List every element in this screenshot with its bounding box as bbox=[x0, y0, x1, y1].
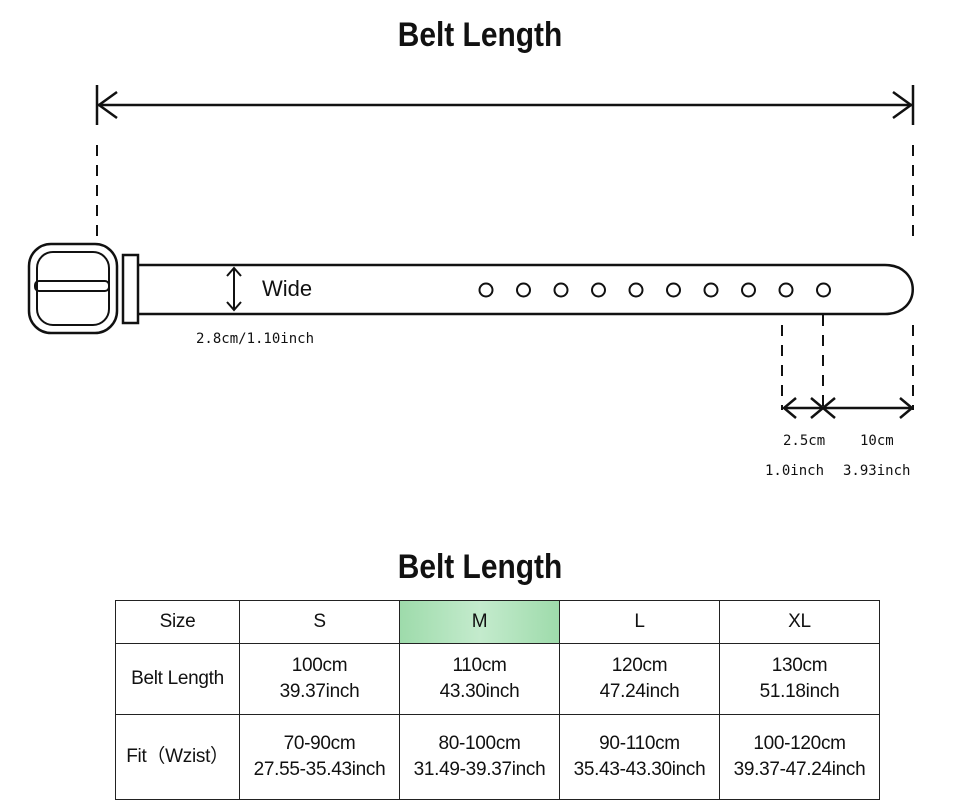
cell-length-xl: 130cm 51.18inch bbox=[719, 643, 880, 715]
buckle-icon bbox=[27, 242, 140, 335]
tip-length-inch: 3.93inch bbox=[843, 463, 910, 479]
table-title: Belt Length bbox=[397, 548, 563, 586]
cell-fit-m: 80-100cm 31.49-39.37inch bbox=[399, 714, 560, 800]
belt-hole bbox=[703, 282, 719, 298]
cell-fit-xl: 100-120cm 39.37-47.24inch bbox=[719, 714, 880, 800]
belt-hole bbox=[666, 282, 681, 298]
table-header-row: Size S M L XL bbox=[115, 600, 880, 644]
header-size: Size bbox=[115, 600, 240, 644]
header-m: M bbox=[399, 600, 560, 644]
belt-hole bbox=[553, 282, 569, 298]
belt-hole bbox=[591, 282, 606, 298]
wide-label: Wide bbox=[262, 276, 312, 301]
header-s: S bbox=[239, 600, 400, 644]
row-label-fit: Fit（Wzist） bbox=[115, 714, 240, 800]
belt-hole bbox=[516, 282, 531, 298]
overall-length-arrow bbox=[95, 85, 915, 125]
belt-diagram: Wide 2.8cm/1.10inch 2.5cm 10cm 1.0inch 3… bbox=[27, 85, 915, 479]
belt-strap bbox=[138, 263, 914, 316]
cell-length-l: 120cm 47.24inch bbox=[559, 643, 720, 715]
cell-length-s: 100cm 39.37inch bbox=[239, 643, 400, 715]
width-value: 2.8cm/1.10inch bbox=[196, 331, 314, 347]
header-l: L bbox=[559, 600, 720, 644]
table-row-belt-length: Belt Length 100cm 39.37inch 110cm 43.30i… bbox=[115, 643, 880, 715]
cell-length-m: 110cm 43.30inch bbox=[399, 643, 560, 715]
belt-holes bbox=[478, 282, 831, 298]
belt-hole bbox=[628, 282, 644, 298]
tip-length-cm: 10cm bbox=[860, 433, 894, 449]
cell-fit-s: 70-90cm 27.55-35.43inch bbox=[239, 714, 400, 800]
width-arrow bbox=[226, 266, 242, 312]
hole-spacing-cm: 2.5cm bbox=[783, 433, 825, 449]
belt-hole bbox=[816, 282, 831, 298]
table-row-fit: Fit（Wzist） 70-90cm 27.55-35.43inch 80-10… bbox=[115, 714, 880, 800]
belt-hole bbox=[478, 282, 494, 298]
header-xl: XL bbox=[719, 600, 880, 644]
size-chart-table: Size S M L XL Belt Length 100cm 39.37inc… bbox=[115, 600, 880, 800]
cell-fit-l: 90-110cm 35.43-43.30inch bbox=[559, 714, 720, 800]
hole-spacing-inch: 1.0inch bbox=[765, 463, 824, 479]
diagram-title: Belt Length bbox=[397, 16, 563, 54]
row-label-belt-length: Belt Length bbox=[115, 643, 240, 715]
hole-spacing-arrow bbox=[782, 397, 914, 419]
extension-lines bbox=[96, 145, 914, 410]
belt-hole bbox=[778, 282, 794, 298]
belt-hole bbox=[741, 282, 756, 298]
